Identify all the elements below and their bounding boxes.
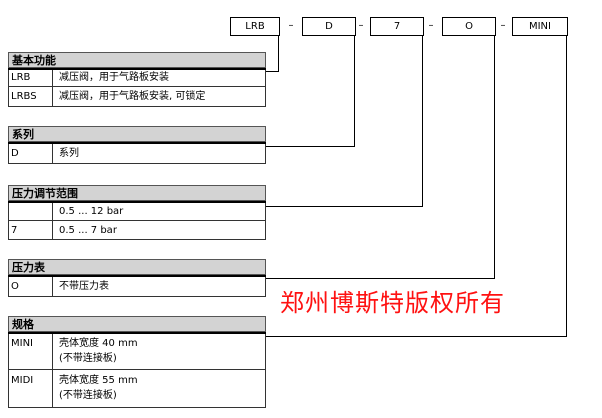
row-code: O: [9, 277, 53, 296]
copyright-watermark: 郑州博斯特版权所有: [280, 289, 505, 317]
connector-series-h: [266, 146, 355, 147]
row-description-line2: (不带连接板): [59, 353, 117, 364]
connector-spec-h: [266, 336, 567, 337]
table-row: LRBS 减压阀，用于气路板安装, 可锁定: [8, 87, 266, 107]
table-row: 7 0.5 ... 7 bar: [8, 221, 266, 240]
row-code: 7: [9, 221, 53, 239]
row-description: 壳体宽度 40 mm (不带连接板): [57, 334, 265, 366]
code-box-series: D: [302, 17, 356, 36]
connector-gauge-v: [494, 35, 495, 279]
connector-pressure-v: [422, 35, 423, 207]
row-description: 0.5 ... 12 bar: [59, 206, 124, 217]
section-divider: [8, 275, 266, 277]
section-divider: [8, 142, 266, 144]
row-code: [9, 203, 53, 220]
connector-spec-v: [566, 35, 567, 337]
section-header-basic-function: 基本功能: [8, 52, 266, 68]
row-description-line2: (不带连接板): [59, 390, 117, 401]
section-header-specification: 规格: [8, 316, 266, 332]
connector-basic-v: [278, 35, 279, 72]
section-divider: [8, 201, 266, 203]
table-row: LRB 减压阀，用于气路板安装: [8, 70, 266, 87]
code-box-gauge: O: [442, 17, 496, 36]
connector-basic-h: [266, 71, 279, 72]
table-row: MINI 壳体宽度 40 mm (不带连接板): [8, 334, 266, 370]
code-box-basic: LRB: [230, 17, 280, 36]
connector-gauge-h: [266, 278, 495, 279]
row-description-line1: 壳体宽度 55 mm: [59, 375, 138, 386]
row-description: 不带压力表: [59, 281, 109, 292]
connector-pressure-h: [266, 206, 423, 207]
code-separator: –: [288, 20, 294, 31]
code-separator: –: [500, 20, 506, 31]
table-row: D 系列: [8, 144, 266, 164]
code-box-spec: MINI: [512, 17, 568, 36]
code-separator: –: [428, 20, 434, 31]
section-divider: [8, 68, 266, 70]
connector-series-v: [354, 35, 355, 147]
row-description: 0.5 ... 7 bar: [59, 225, 117, 236]
row-description: 壳体宽度 55 mm (不带连接板): [57, 370, 265, 403]
row-description: 减压阀，用于气路板安装, 可锁定: [59, 91, 206, 102]
row-code: MINI: [9, 334, 53, 369]
table-row: 0.5 ... 12 bar: [8, 203, 266, 221]
code-separator: –: [358, 20, 364, 31]
section-divider: [8, 332, 266, 334]
row-code: LRB: [9, 70, 53, 86]
section-header-pressure-range: 压力调节范围: [8, 185, 266, 201]
section-header-series: 系列: [8, 126, 266, 142]
row-description-line1: 壳体宽度 40 mm: [59, 338, 138, 349]
code-box-pressure: 7: [370, 17, 424, 36]
row-description: 系列: [59, 148, 79, 159]
row-description: 减压阀，用于气路板安装: [59, 72, 169, 83]
row-code: MIDI: [9, 370, 53, 407]
row-code: D: [9, 144, 53, 163]
section-header-gauge: 压力表: [8, 259, 266, 275]
table-row: O 不带压力表: [8, 277, 266, 297]
table-row: MIDI 壳体宽度 55 mm (不带连接板): [8, 370, 266, 408]
row-code: LRBS: [9, 87, 53, 106]
